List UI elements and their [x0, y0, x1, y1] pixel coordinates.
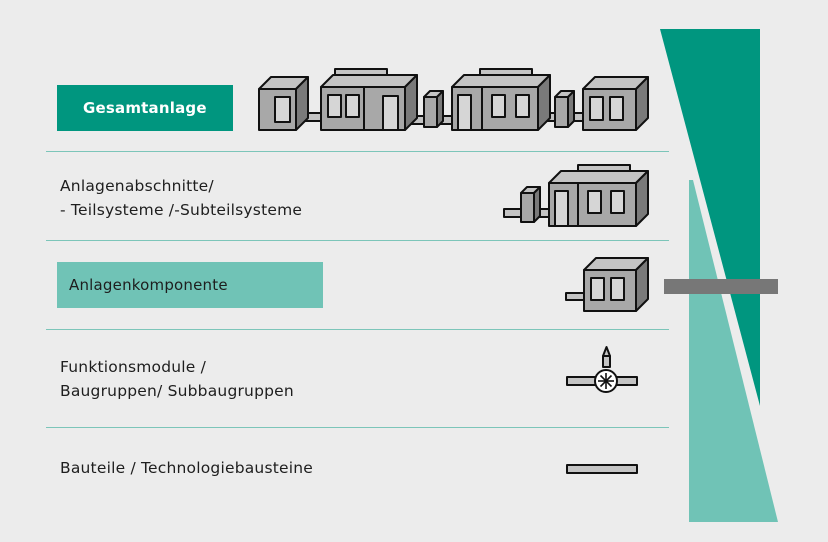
level-funktionsmodule-line-2: Baugruppen/ Subbaugruppen — [60, 382, 294, 400]
divider-3 — [46, 329, 669, 330]
level-anlagenabschnitte: Anlagenabschnitte/ - Teilsysteme /-Subte… — [60, 174, 302, 222]
machine-section-icon — [503, 164, 649, 227]
function-module-icon — [566, 346, 638, 393]
component-part-icon — [566, 464, 638, 474]
level-anlagenkomponente: Anlagenkomponente — [57, 262, 323, 308]
divider-4 — [46, 427, 669, 428]
level-anlagenkomponente-label: Anlagenkomponente — [69, 276, 228, 294]
level-funktionsmodule-line-1: Funktionsmodule / — [60, 358, 207, 376]
divider-1 — [46, 151, 669, 152]
level-bauteile: Bauteile / Technologiebausteine — [60, 456, 313, 480]
machine-component-icon — [565, 257, 649, 312]
grey-crossbar — [664, 279, 778, 294]
level-anlagenabschnitte-line-1: Anlagenabschnitte/ — [60, 177, 214, 195]
level-anlagenabschnitte-line-2: - Teilsysteme /-Subteilsysteme — [60, 201, 303, 219]
level-bauteile-label: Bauteile / Technologiebausteine — [60, 459, 314, 477]
light-teal-wedge — [689, 180, 778, 522]
divider-2 — [46, 240, 669, 241]
level-gesamtanlage: Gesamtanlage — [57, 85, 233, 131]
dark-teal-wedge — [660, 29, 760, 406]
machine-gesamtanlage-icon — [258, 68, 649, 131]
level-funktionsmodule: Funktionsmodule / Baugruppen/ Subbaugrup… — [60, 355, 294, 403]
level-gesamtanlage-label: Gesamtanlage — [83, 99, 207, 117]
